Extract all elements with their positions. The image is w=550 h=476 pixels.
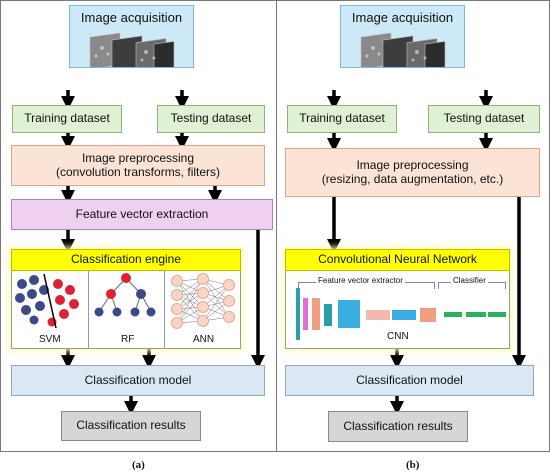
cnn-label: CNN — [387, 331, 409, 342]
mri-image-stack-icon — [360, 32, 446, 67]
b-image-preprocessing-box: Image preprocessing (resizing, data augm… — [285, 148, 540, 197]
b-cnn-title: Convolutional Neural Network — [285, 249, 510, 271]
rf-label: RF — [121, 334, 135, 345]
feature-extractor-label: Feature vector extractor — [316, 276, 405, 285]
a-training-label: Training dataset — [24, 111, 110, 126]
b-image-acquisition-box: Image acquisition — [340, 5, 465, 68]
a-testing-dataset-box: Testing dataset — [157, 105, 265, 133]
a-classification-results-box: Classification results — [61, 411, 201, 441]
b-preprocess-detail: (resizing, data augmentation, etc.) — [321, 171, 504, 186]
a-engine-title: Classification engine — [11, 249, 241, 271]
classifier-label: Classifier — [451, 276, 488, 285]
svm-label: SVM — [39, 334, 61, 345]
random-forest-tree-icon — [94, 273, 156, 317]
a-image-preprocessing-box: Image preprocessing (convolution transfo… — [11, 145, 265, 186]
a-acquisition-label: Image acquisition — [80, 10, 183, 25]
a-preprocess-title: Image preprocessing — [81, 150, 195, 165]
panel-a-label: (a) — [132, 459, 145, 471]
a-feature-extraction-box: Feature vector extraction — [11, 199, 273, 230]
a-engine-divider-1 — [88, 271, 89, 348]
a-testing-label: Testing dataset — [170, 111, 252, 126]
b-classification-model-box: Classification model — [285, 365, 534, 396]
panel-b-label: (b) — [406, 459, 420, 471]
b-results-label: Classification results — [343, 418, 453, 433]
a-feature-label: Feature vector extraction — [75, 206, 209, 221]
a-model-label: Classification model — [84, 372, 192, 387]
b-training-label: Training dataset — [299, 111, 385, 126]
a-classification-engine: Classification engine SVM RF — [11, 249, 241, 349]
a-results-label: Classification results — [76, 418, 186, 433]
b-testing-dataset-box: Testing dataset — [428, 105, 540, 133]
ann-label: ANN — [193, 334, 215, 345]
a-image-acquisition-box: Image acquisition — [69, 5, 194, 68]
b-preprocess-title: Image preprocessing — [356, 157, 469, 172]
flow-arrows — [61, 90, 526, 415]
mri-image-stack-icon — [89, 32, 175, 67]
b-testing-label: Testing dataset — [443, 111, 525, 126]
b-cnn-block: Convolutional Neural Network Feature vec… — [285, 249, 510, 349]
b-classification-results-box: Classification results — [328, 411, 468, 442]
a-preprocess-detail: (convolution transforms, filters) — [55, 164, 221, 179]
svm-scatter-icon — [15, 273, 79, 329]
a-classification-model-box: Classification model — [11, 365, 265, 396]
cnn-architecture-icon — [296, 288, 506, 340]
a-training-dataset-box: Training dataset — [12, 105, 122, 133]
b-acquisition-label: Image acquisition — [351, 10, 454, 25]
panel-a-frame — [0, 0, 277, 452]
a-engine-divider-2 — [164, 271, 165, 348]
b-training-dataset-box: Training dataset — [287, 105, 397, 133]
b-model-label: Classification model — [356, 372, 463, 387]
neural-network-icon — [171, 273, 235, 329]
